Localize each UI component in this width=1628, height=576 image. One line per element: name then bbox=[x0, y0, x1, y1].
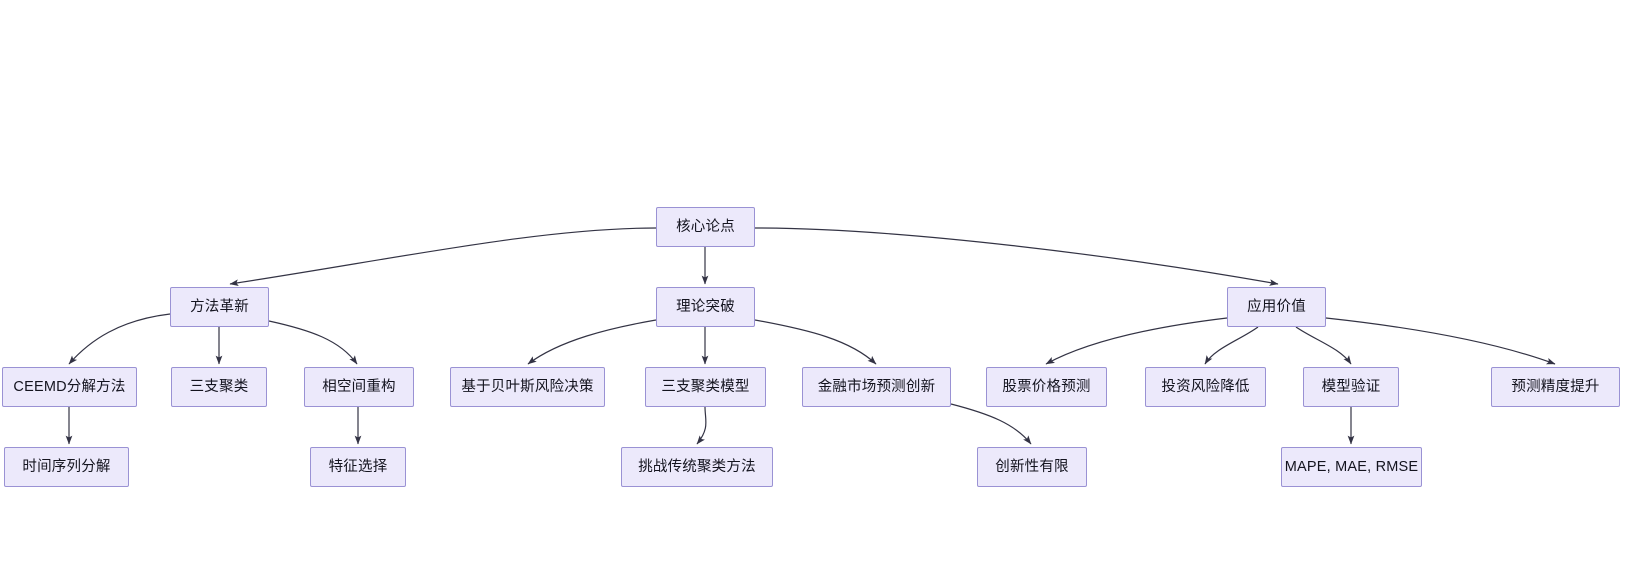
node-label-d2: 特征选择 bbox=[328, 458, 388, 475]
node-d3[interactable]: 挑战传统聚类方法 bbox=[621, 447, 773, 487]
node-d1[interactable]: 时间序列分解 bbox=[4, 447, 129, 487]
node-label-c2: 三支聚类 bbox=[189, 378, 249, 395]
node-label-m2: 理论突破 bbox=[676, 298, 735, 315]
node-label-d1: 时间序列分解 bbox=[22, 458, 111, 475]
node-d5[interactable]: MAPE, MAE, RMSE bbox=[1281, 447, 1422, 487]
node-label-c5: 三支聚类模型 bbox=[661, 378, 750, 395]
node-root[interactable]: 核心论点 bbox=[656, 207, 755, 247]
node-c8[interactable]: 投资风险降低 bbox=[1145, 367, 1266, 407]
node-c3[interactable]: 相空间重构 bbox=[304, 367, 414, 407]
node-label-c8: 投资风险降低 bbox=[1161, 378, 1250, 395]
node-c7[interactable]: 股票价格预测 bbox=[986, 367, 1107, 407]
node-label-root: 核心论点 bbox=[676, 218, 735, 235]
node-d2[interactable]: 特征选择 bbox=[310, 447, 406, 487]
node-label-c9: 模型验证 bbox=[1321, 378, 1381, 395]
node-m2[interactable]: 理论突破 bbox=[656, 287, 755, 327]
node-c2[interactable]: 三支聚类 bbox=[171, 367, 267, 407]
node-c4[interactable]: 基于贝叶斯风险决策 bbox=[450, 367, 605, 407]
node-c10[interactable]: 预测精度提升 bbox=[1491, 367, 1620, 407]
node-c9[interactable]: 模型验证 bbox=[1303, 367, 1399, 407]
node-label-m1: 方法革新 bbox=[190, 298, 249, 315]
node-c1[interactable]: CEEMD分解方法 bbox=[2, 367, 137, 407]
node-label-d4: 创新性有限 bbox=[995, 458, 1069, 475]
node-m1[interactable]: 方法革新 bbox=[170, 287, 269, 327]
node-label-m3: 应用价值 bbox=[1247, 298, 1306, 315]
node-label-c1: CEEMD分解方法 bbox=[13, 378, 126, 395]
node-label-d3: 挑战传统聚类方法 bbox=[638, 458, 756, 475]
node-label-c7: 股票价格预测 bbox=[1002, 378, 1091, 395]
node-c5[interactable]: 三支聚类模型 bbox=[645, 367, 766, 407]
node-label-d5: MAPE, MAE, RMSE bbox=[1284, 458, 1419, 475]
node-label-c4: 基于贝叶斯风险决策 bbox=[461, 378, 594, 395]
node-label-c3: 相空间重构 bbox=[322, 378, 396, 395]
node-m3[interactable]: 应用价值 bbox=[1227, 287, 1326, 327]
node-label-c10: 预测精度提升 bbox=[1511, 378, 1600, 395]
node-c6[interactable]: 金融市场预测创新 bbox=[802, 367, 951, 407]
node-d4[interactable]: 创新性有限 bbox=[977, 447, 1087, 487]
node-label-c6: 金融市场预测创新 bbox=[817, 378, 936, 395]
